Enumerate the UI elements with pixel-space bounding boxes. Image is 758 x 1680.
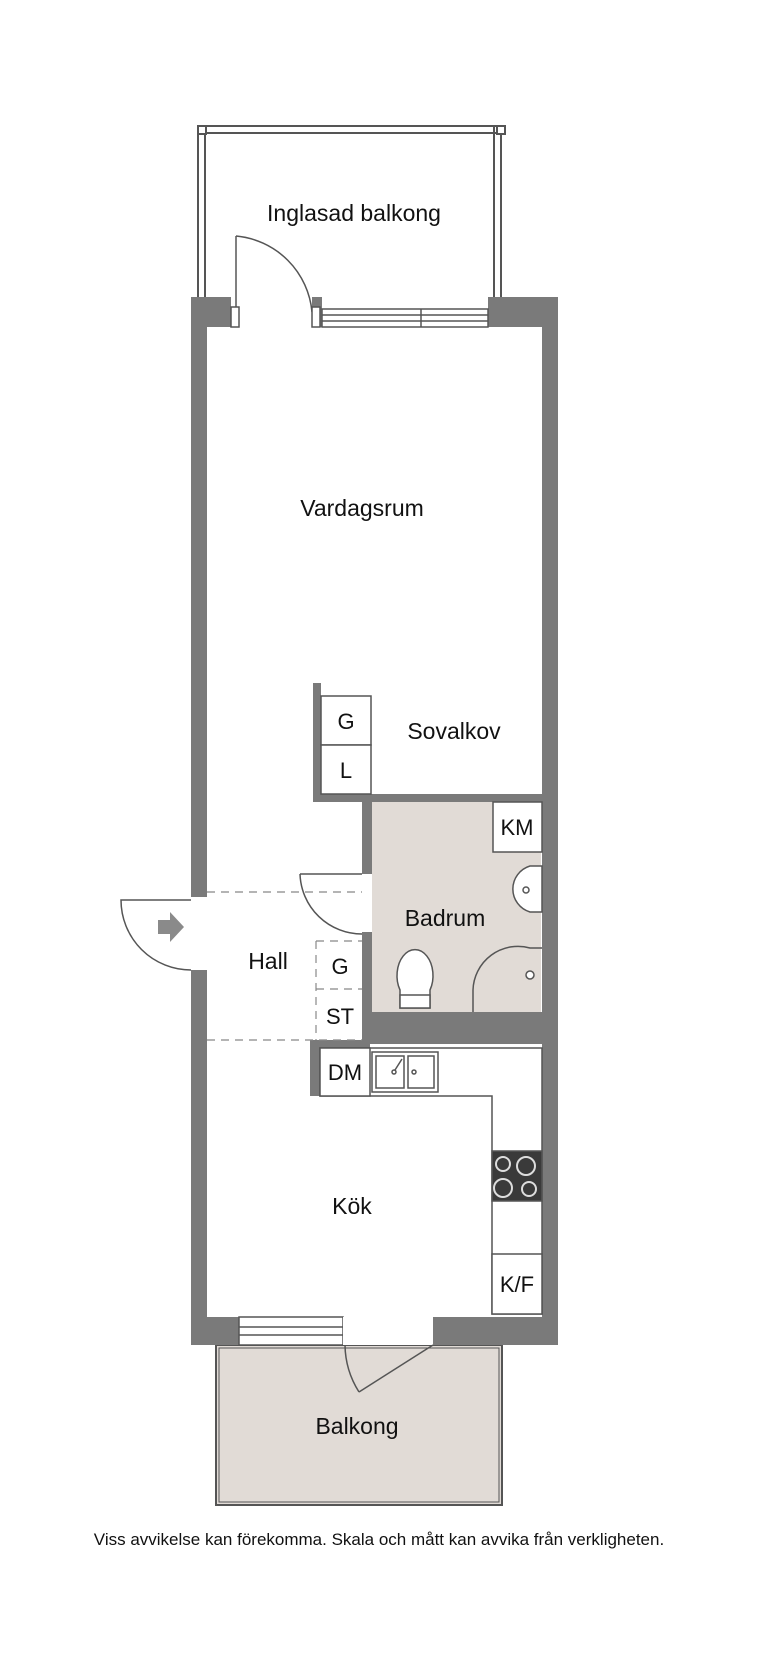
fixture-label-dishwasher: DM	[328, 1060, 362, 1085]
fixture-label-linen-closet: L	[340, 758, 352, 783]
window-living-room	[321, 308, 489, 328]
room-label-living-room: Vardagsrum	[300, 495, 424, 521]
room-label-bathroom: Badrum	[405, 905, 486, 931]
alcove-closets	[320, 695, 372, 795]
stove-burners	[493, 1156, 537, 1198]
window-kitchen	[238, 1316, 344, 1346]
balcony-door-top	[230, 235, 321, 328]
entrance-arrow-icon	[158, 912, 184, 942]
fixture-label-storage-hall: ST	[326, 1004, 354, 1029]
fixture-label-wardrobe-hall: G	[331, 954, 348, 979]
washing-machine-box	[492, 801, 543, 853]
fixture-label-fridge-freezer: K/F	[500, 1272, 534, 1297]
interior-walls	[310, 683, 542, 1096]
dishwasher-box	[319, 1047, 371, 1097]
bathroom-fixtures	[396, 801, 543, 1012]
disclaimer-note: Viss avvikelse kan förekomma. Skala och …	[93, 1530, 665, 1549]
bathroom-door	[299, 873, 372, 935]
toilet-icon	[396, 948, 434, 1009]
room-label-sleeping-alcove: Sovalkov	[407, 718, 501, 744]
shower-curtain	[472, 945, 542, 1012]
fixture-label-washing-machine: KM	[501, 815, 534, 840]
room-label-glazed-balcony: Inglasad balkong	[267, 200, 441, 226]
room-label-kitchen: Kök	[332, 1193, 372, 1219]
glazed-balcony-frame	[197, 125, 506, 297]
balcony-door-bottom	[343, 1317, 434, 1393]
entry-door	[120, 897, 207, 971]
room-label-balcony: Balkong	[315, 1413, 398, 1439]
balcony-floor	[215, 1344, 503, 1506]
room-label-hall: Hall	[248, 948, 288, 974]
balcony-railing	[218, 1347, 500, 1503]
exterior-walls	[191, 297, 558, 1345]
fridge-freezer-box	[491, 1253, 543, 1315]
fixture-label-wardrobe-alcove: G	[337, 709, 354, 734]
